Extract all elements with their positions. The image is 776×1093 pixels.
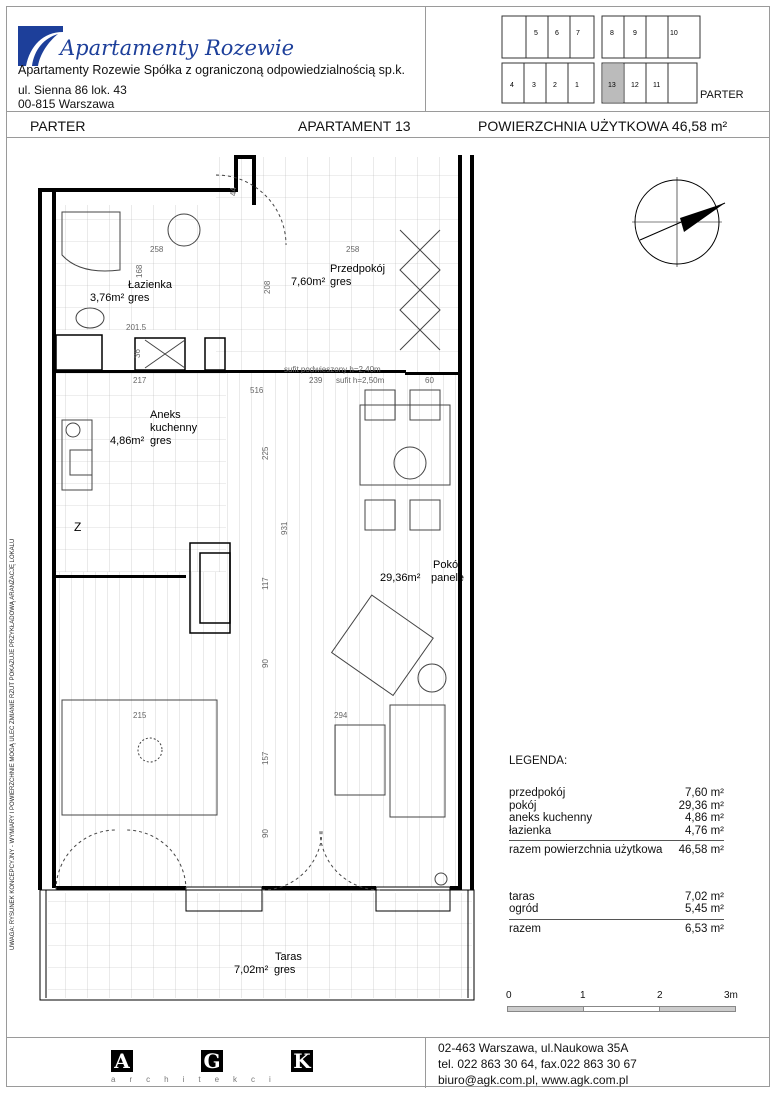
key-plan-label: PARTER [700, 89, 744, 101]
svg-text:258: 258 [150, 245, 164, 254]
room-name-taras: Taras [275, 951, 302, 963]
svg-text:5: 5 [534, 30, 538, 37]
room-floor-pokoj: panele [431, 572, 464, 584]
room-name-aneks: Aneks [150, 409, 181, 421]
svg-text:7: 7 [576, 30, 580, 37]
footer: A G K architekci 02-463 Warszawa, ul.Nau… [6, 1037, 770, 1088]
address-line-2: 00-815 Warszawa [18, 97, 115, 111]
svg-text:225: 225 [261, 446, 270, 460]
svg-text:4: 4 [510, 82, 514, 89]
svg-text:117: 117 [261, 577, 270, 590]
legend-title: LEGENDA: [509, 755, 568, 767]
page-frame [6, 6, 770, 1087]
svg-text:516: 516 [250, 386, 264, 395]
svg-text:10: 10 [670, 30, 678, 37]
svg-text:168: 168 [135, 264, 144, 278]
area-label: POWIERZCHNIA UŻYTKOWA 46,58 m² [478, 118, 728, 134]
room-floor-lazienka: gres [128, 292, 150, 304]
svg-text:2: 2 [553, 82, 557, 89]
marker-z: Z [74, 520, 81, 534]
logo-text: Apartamenty Rozewie [60, 36, 295, 60]
room-name-pokoj: Pokój [433, 559, 461, 571]
room-area-lazienka: 3,76m² [90, 292, 125, 304]
ceiling-note-low: sufit podwieszony h=2,40m [284, 365, 381, 374]
svg-text:90: 90 [261, 659, 270, 668]
svg-text:11: 11 [653, 82, 660, 89]
svg-text:1: 1 [575, 82, 579, 89]
room-floor-taras: gres [274, 964, 296, 976]
room-name-lazienka: Łazienka [128, 279, 173, 291]
floor-label: PARTER [30, 118, 86, 134]
room-name-przedpokoj: Przedpokój [330, 263, 385, 275]
room-floor-aneks: gres [150, 435, 172, 447]
room-name-aneks-2: kuchenny [150, 422, 198, 434]
svg-text:215: 215 [133, 711, 147, 720]
key-plan-highlight [603, 64, 623, 102]
header [6, 6, 770, 112]
floor-plan: Łazienka 3,76m² gres Przedpokój 7,60m² g… [38, 155, 726, 1001]
apartment-label: APARTAMENT 13 [298, 118, 411, 134]
key-plan: 5 6 7 8 9 10 4 3 2 1 13 12 11 [501, 15, 701, 104]
svg-text:44: 44 [229, 187, 238, 196]
company-logo-icon [18, 26, 63, 66]
room-floor-przedpokoj: gres [330, 276, 352, 288]
svg-text:6: 6 [555, 30, 559, 37]
room-area-przedpokoj: 7,60m² [291, 276, 326, 288]
header-divider [425, 6, 426, 112]
room-area-taras: 7,02m² [234, 964, 269, 976]
north-arrow-icon [632, 177, 726, 267]
svg-text:12: 12 [631, 82, 639, 89]
svg-text:157: 157 [261, 751, 270, 765]
room-area-aneks: 4,86m² [110, 435, 145, 447]
ceiling-note-high: sufit h=2,50m [336, 376, 385, 385]
title-bar: PARTER APARTAMENT 13 POWIERZCHNIA UŻYTKO… [6, 112, 770, 138]
svg-text:239: 239 [309, 376, 323, 385]
svg-text:3: 3 [532, 82, 536, 89]
svg-text:217: 217 [133, 376, 147, 385]
svg-text:258: 258 [346, 245, 360, 254]
svg-text:36: 36 [133, 349, 142, 358]
svg-text:8: 8 [610, 30, 614, 37]
svg-text:931: 931 [280, 521, 289, 535]
svg-text:208: 208 [263, 280, 272, 294]
company-name: Apartamenty Rozewie Spółka z ograniczoną… [18, 63, 406, 77]
svg-text:294: 294 [334, 711, 348, 720]
svg-text:13: 13 [608, 82, 616, 89]
svg-text:9: 9 [633, 30, 637, 37]
disclaimer-note: UWAGA: RYSUNEK KONCEPCYJNY - WYMIARY I P… [10, 538, 16, 950]
svg-text:60: 60 [425, 376, 434, 385]
address-line-1: ul. Sienna 86 lok. 43 [18, 83, 127, 97]
contact-info: 02-463 Warszawa, ul.Naukowa 35A tel. 022… [438, 1041, 637, 1087]
svg-text:90: 90 [261, 829, 270, 838]
room-area-pokoj: 29,36m² [380, 572, 421, 584]
svg-text:201.5: 201.5 [126, 323, 147, 332]
